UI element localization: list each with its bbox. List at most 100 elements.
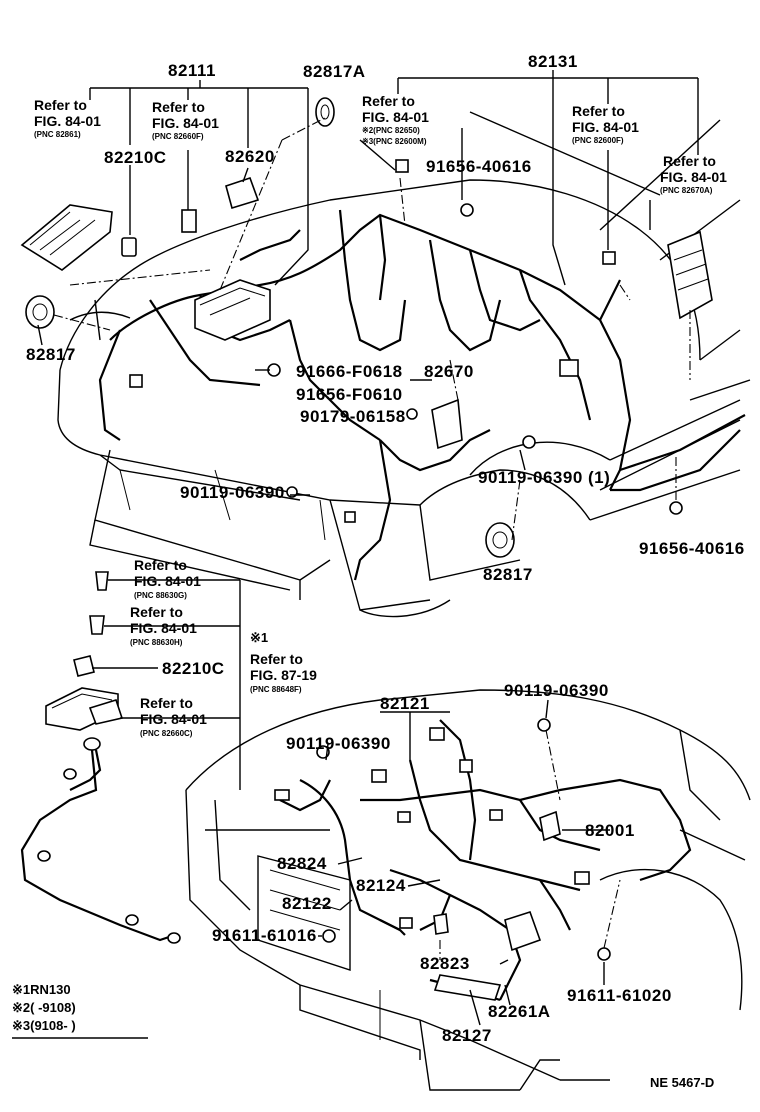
label-90119-06390-right: 90119-06390 (1) [478,468,610,487]
grommet-82817a [315,97,335,127]
svg-text:FIG. 84-01: FIG. 84-01 [660,169,727,185]
svg-text:FIG. 84-01: FIG. 84-01 [130,620,197,636]
bracket-82620 [225,176,260,210]
label-82817-bottom: 82817 [483,565,533,584]
grommet-82817-left [25,295,55,329]
label-90119-06390-left: 90119-06390 [180,483,285,502]
legend-note-2: ※2( -9108) [12,1000,76,1015]
bracket-82261a [504,911,542,952]
module-82861 [20,204,113,271]
svg-text:(PNC 82600F): (PNC 82600F) [572,136,624,145]
bolt-90119-bottom-right [537,718,551,732]
clamp-91656-a [460,203,474,217]
label-82121: 82121 [380,694,430,713]
left-labels: Refer to FIG. 84-01 (PNC 88630G) Refer t… [130,557,317,738]
connector-82001 [539,810,561,842]
connector-82121-a [371,769,387,783]
legend-note-1: ※1RN130 [12,982,71,997]
bottom-vehicle-illustration [185,689,751,1091]
bottom-labels: 90119-06390 82121 90119-06390 82001 8282… [212,681,672,1045]
connector-82823 [433,913,449,935]
label-90179-06158: 90179-06158 [300,407,406,426]
label-82620: 82620 [225,147,275,166]
svg-text:※3(PNC 82600M): ※3(PNC 82600M) [362,137,427,146]
top-leaders [37,70,699,541]
svg-text:FIG. 84-01: FIG. 84-01 [572,119,639,135]
legend: ※1RN130 ※2( -9108) ※3(9108- ) [12,982,148,1039]
svg-text:FIG. 84-01: FIG. 84-01 [152,115,219,131]
svg-text:Refer to: Refer to [34,97,87,113]
label-91611-61020: 91611-61020 [567,986,672,1005]
svg-text:(PNC 88630H): (PNC 88630H) [130,638,183,647]
label-82261a: 82261A [488,1002,551,1021]
relay-82660f [181,209,197,233]
connector-82650 [395,159,409,173]
top-components [20,97,713,558]
label-82124: 82124 [356,876,406,895]
label-91656-40616-right: 91656-40616 [639,539,745,558]
clamp-91611-61016 [322,929,336,943]
sensor-88630h [89,615,105,635]
svg-text:(PNC 88630G): (PNC 88630G) [134,591,187,600]
clamp-91611-61020 [597,947,611,961]
connector-cluster [559,359,579,377]
harness-82127 [433,974,502,1001]
relay-82670 [431,398,463,450]
svg-text:FIG. 87-19: FIG. 87-19 [250,667,317,683]
connector-82600f [602,251,616,265]
bolt-90179 [406,408,418,420]
label-82210c-top: 82210C [104,148,167,167]
note1-mark: ※1 [250,630,268,645]
bottom-wire-harness [279,719,692,1002]
label-91656-f0610: 91656-F0610 [296,385,403,404]
connector-82210c [121,237,137,257]
svg-text:Refer to: Refer to [362,93,415,109]
svg-text:FIG. 84-01: FIG. 84-01 [34,113,101,129]
top-labels: 82111 82817A 82131 Refer to FIG. 84-01 (… [26,52,745,584]
svg-text:Refer to: Refer to [152,99,205,115]
svg-text:Refer to: Refer to [140,695,193,711]
bottom-components [274,718,611,1001]
grommet-82817-bottom [485,522,515,558]
left-components [20,571,181,944]
sensor-88630g [95,571,109,591]
svg-text:(PNC 82660C): (PNC 82660C) [140,729,193,738]
fuse-block [194,279,271,341]
label-91611-61016: 91611-61016 [212,926,317,945]
svg-text:Refer to: Refer to [663,153,716,169]
label-82127: 82127 [442,1026,492,1045]
svg-text:(PNC 88648F): (PNC 88648F) [250,685,302,694]
svg-text:Refer to: Refer to [572,103,625,119]
label-90119-06390-bottom-left: 90119-06390 [286,734,391,753]
label-82823: 82823 [420,954,470,973]
svg-text:(PNC 82861): (PNC 82861) [34,130,81,139]
svg-text:(PNC 82660F): (PNC 82660F) [152,132,204,141]
label-82817-left: 82817 [26,345,76,364]
clamp-91656-c [669,501,683,515]
drawing-code: NE 5467-D [650,1075,714,1090]
label-91656-40616-top: 91656-40616 [426,157,532,176]
label-82001: 82001 [585,821,635,840]
label-82670: 82670 [424,362,474,381]
label-90119-06390-bottom-right: 90119-06390 [504,681,609,700]
connector-82210c-left [73,655,95,677]
svg-text:FIG. 84-01: FIG. 84-01 [140,711,207,727]
svg-text:FIG. 84-01: FIG. 84-01 [362,109,429,125]
svg-text:(PNC 82670A): (PNC 82670A) [660,186,713,195]
label-82131: 82131 [528,52,578,71]
svg-text:FIG. 84-01: FIG. 84-01 [134,573,201,589]
label-82824: 82824 [277,854,327,873]
legend-note-3: ※3(9108- ) [12,1018,76,1033]
svg-text:Refer to: Refer to [134,557,187,573]
label-82111: 82111 [168,61,216,80]
svg-text:※2(PNC 82650): ※2(PNC 82650) [362,126,420,135]
svg-text:Refer to: Refer to [250,651,303,667]
left-leaders [92,579,241,790]
bottom-leaders [318,699,621,1026]
relay-block-82670a [667,230,713,320]
label-82210c-left: 82210C [162,659,225,678]
label-82817a: 82817A [303,62,366,81]
bolt-90119-right [522,435,536,449]
